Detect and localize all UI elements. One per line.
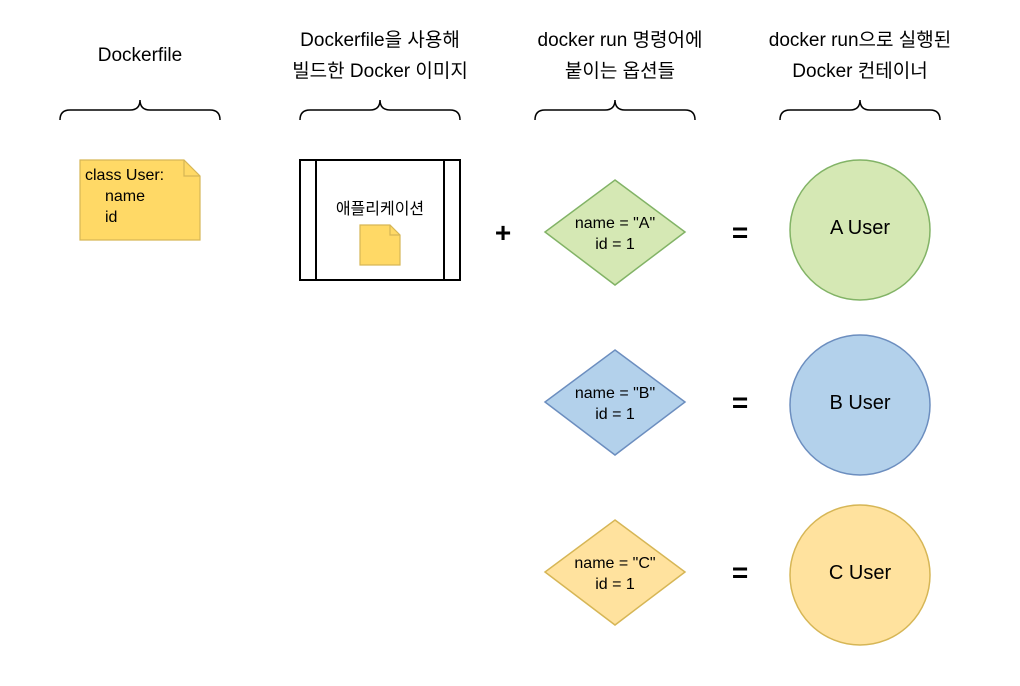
header-options-line1: docker run 명령어에: [538, 29, 703, 51]
option-c-line2: id = 1: [595, 576, 635, 593]
brace-dockerfile: [59, 99, 221, 121]
container-b-label: B User: [829, 392, 890, 414]
header-container-line1: docker run으로 실행된: [769, 29, 951, 51]
option-a-line2: id = 1: [595, 236, 635, 253]
header-image-line1: Dockerfile을 사용해: [300, 29, 460, 51]
dockerfile-note-line2: name: [105, 188, 145, 205]
option-a-line1: name = "A": [575, 215, 655, 232]
dockerfile-note-icon: [79, 159, 201, 241]
option-b-line2: id = 1: [595, 406, 635, 423]
header-options-line2: 붙이는 옵션들: [565, 60, 675, 82]
option-diamond-a: [543, 179, 687, 286]
container-circle-b: [789, 334, 931, 476]
equals-operator-a: =: [732, 217, 748, 248]
application-document-fold: [389, 225, 400, 236]
container-a-label: A User: [830, 217, 890, 239]
option-b-line1: name = "B": [575, 385, 655, 402]
option-diamond-c: [543, 519, 687, 626]
container-circle-a: [789, 159, 931, 301]
brace-image: [299, 99, 461, 121]
application-document-icon: [359, 224, 401, 266]
brace-options: [534, 99, 696, 121]
header-image-line2: 빌드한 Docker 이미지: [292, 60, 468, 82]
plus-operator: +: [495, 217, 511, 248]
dockerfile-note-line3: id: [105, 209, 117, 226]
dockerfile-note-line1: class User:: [85, 167, 164, 184]
brace-container: [779, 99, 941, 121]
header-container-line2: Docker 컨테이너: [792, 60, 927, 82]
option-diamond-b: [543, 349, 687, 456]
docker-image-label: 애플리케이션: [336, 200, 424, 218]
equals-operator-c: =: [732, 557, 748, 588]
header-dockerfile: Dockerfile: [98, 45, 182, 66]
dockerfile-note-fold: [183, 160, 200, 177]
container-c-label: C User: [829, 562, 892, 584]
equals-operator-b: =: [732, 387, 748, 418]
option-c-line1: name = "C": [574, 555, 655, 572]
container-circle-c: [789, 504, 931, 646]
